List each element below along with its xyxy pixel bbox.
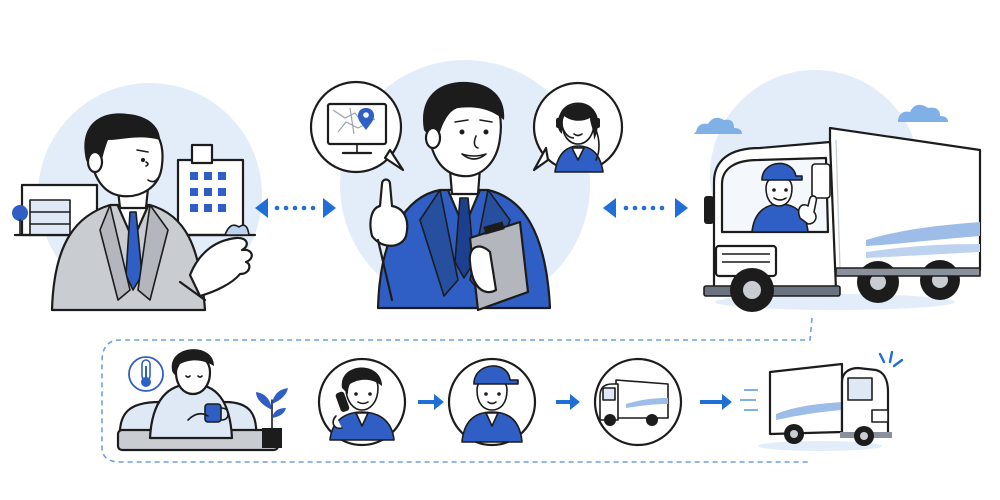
client-person	[50, 113, 253, 312]
dashed-return-path	[101, 317, 813, 463]
thermometer-icon	[128, 356, 164, 392]
map-monitor-bubble	[309, 80, 405, 174]
truck-driver	[703, 126, 982, 312]
operator-bubble	[532, 81, 624, 173]
dispatcher-person	[369, 81, 552, 312]
small-truck	[593, 357, 683, 447]
truck-scene	[694, 104, 982, 312]
cloud-right	[898, 104, 948, 122]
phone-call-person	[317, 357, 407, 447]
dispatcher-scene	[309, 80, 624, 312]
headset-icon	[556, 102, 600, 139]
arrow-right-3	[700, 394, 732, 410]
phone-icon	[335, 391, 350, 412]
house-plant	[256, 388, 288, 448]
moving-truck	[740, 350, 904, 451]
arrow-right-1	[418, 394, 444, 410]
clipboard-icon	[468, 220, 530, 312]
map-pin-icon	[358, 108, 374, 130]
motion-sparkle	[878, 350, 904, 368]
double-arrow-client-dispatcher	[255, 198, 336, 218]
sick-person-at-home	[116, 349, 288, 452]
cloud-left	[694, 117, 742, 134]
arrow-right-2	[556, 394, 580, 410]
truck-wheel-front	[730, 268, 774, 312]
office-buildings	[12, 143, 257, 237]
cap-worker	[447, 357, 537, 447]
client-scene	[12, 113, 257, 312]
mug	[204, 403, 229, 423]
double-arrow-dispatcher-truck	[603, 198, 688, 218]
